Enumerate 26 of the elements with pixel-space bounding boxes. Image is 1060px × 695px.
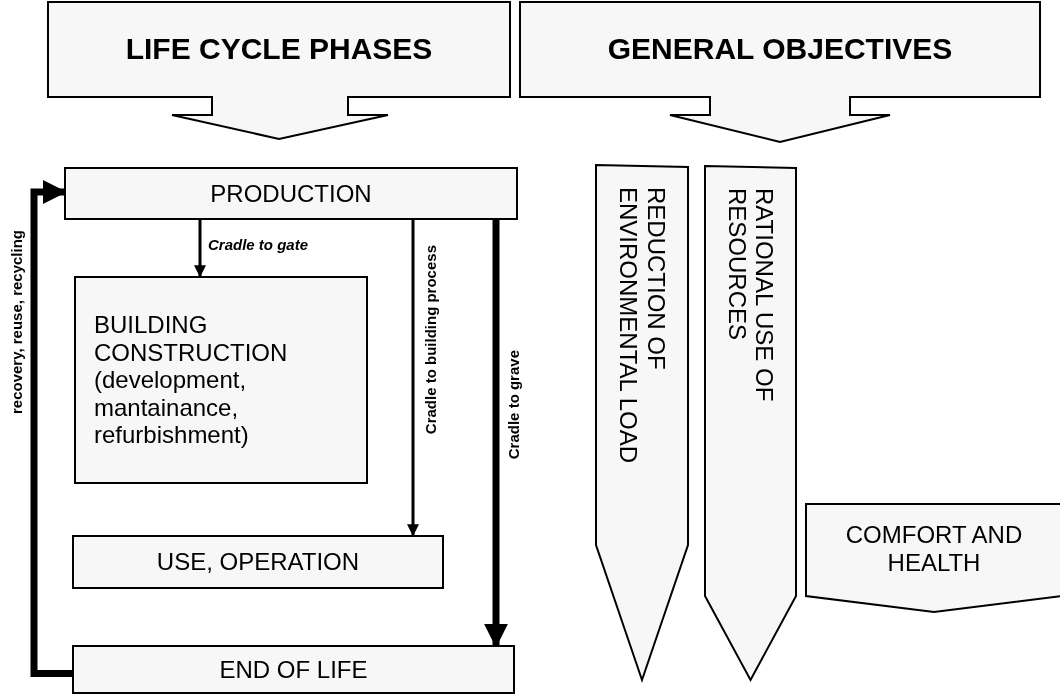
phase-text: PRODUCTION — [210, 179, 372, 208]
arrow — [30, 180, 72, 677]
arrow — [407, 220, 419, 537]
heading-text: GENERAL OBJECTIVES — [607, 32, 953, 67]
phase-text: BUILDING CONSTRUCTION (development, mantainance, refurbishment) — [94, 311, 289, 449]
edge-label: Cradle to grave — [505, 350, 522, 460]
arrow-banner — [520, 2, 1040, 142]
edge-label: Cradle to gate — [208, 236, 309, 253]
arrow — [484, 220, 508, 648]
edge-label: recovery, reuse, recycling — [8, 230, 25, 414]
process-box — [74, 276, 368, 484]
pointer-banner — [596, 165, 688, 680]
edge-label: Cradle to building process — [422, 245, 439, 435]
phase-text: USE, OPERATION — [156, 548, 360, 576]
pointer-banner — [705, 166, 796, 680]
arrow-banner — [48, 2, 510, 139]
process-box — [64, 167, 518, 220]
process-box — [72, 645, 515, 694]
objective-text: COMFORT AND HEALTH — [844, 521, 1024, 577]
process-box — [72, 535, 444, 589]
objective-text: REDUCTION OF ENVIRONMENTAL LOAD — [614, 187, 670, 466]
pointer-banner — [806, 504, 1060, 612]
heading-text: LIFE CYCLE PHASES — [125, 32, 433, 67]
arrow — [194, 220, 206, 278]
phase-text: END OF LIFE — [219, 655, 368, 684]
objective-text: RATIONAL USE OF RESOURCES — [722, 188, 779, 404]
